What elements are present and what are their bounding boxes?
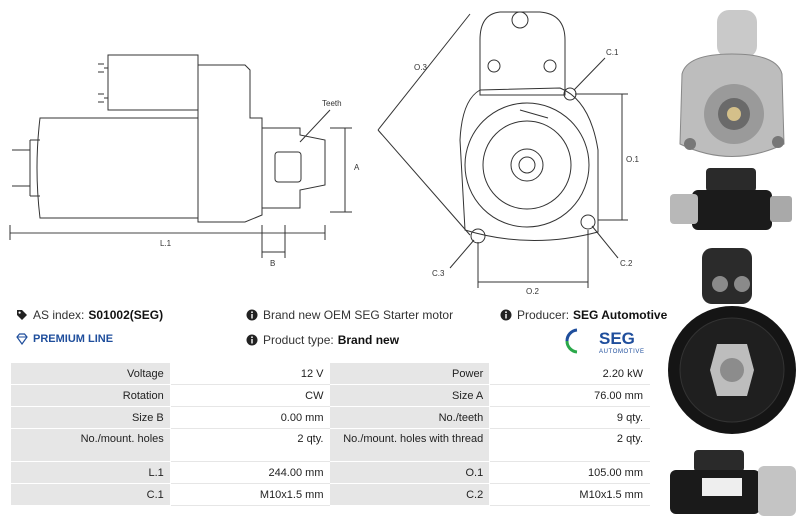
spec-value: 2 qty. [169,428,331,462]
dim-l1-label: L.1 [160,239,172,248]
product-photos [662,0,800,523]
premium-line-row: PREMIUM LINE [16,333,113,345]
specs-table: Voltage 12 V Power 2.20 kW Rotation CW S… [10,362,650,506]
logo-subtext: AUTOMOTIVE [599,349,645,355]
logo-wordmark: SEG [599,329,635,348]
photo-rear-view[interactable] [662,244,800,444]
starter-motor-drawing: Teeth A L.1 B O.3 C.1 O.1 C.3 C.2 O.2 [9,11,639,296]
front-flange-outline [479,11,566,96]
spec-value: 2.20 kW [489,362,650,385]
spec-key: C.2 [329,483,491,506]
seg-logo: SEG AUTOMOTIVE [565,327,655,355]
premium-line-badge: PREMIUM LINE [33,333,114,345]
table-row: Size B 0.00 mm No./teeth 9 qty. [10,406,650,429]
spec-key: Size A [329,384,491,407]
callout-c1-label: C.1 [606,48,619,57]
spec-value: 9 qty. [489,406,650,429]
table-row: No./mount. holes 2 qty. No./mount. holes… [10,428,650,462]
info-icon [246,309,258,321]
producer-label: Producer: [517,308,570,322]
spec-key: No./teeth [329,406,491,429]
dim-a-label: A [354,163,360,172]
product-type-row: Product type: Brand new [246,333,399,347]
callout-c2-label: C.2 [620,259,633,268]
spec-value: 0.00 mm [169,406,331,429]
producer-row: Producer: SEG Automotive [500,308,667,322]
teeth-label: Teeth [322,99,342,108]
table-row: C.1 M10x1.5 mm C.2 M10x1.5 mm [10,483,650,506]
spec-value: 244.00 mm [169,461,331,484]
motor-body-outline [36,117,199,219]
spec-value: 2 qty. [489,428,650,462]
spec-key: No./mount. holes with thread [329,428,491,462]
dim-b-label: B [270,259,275,268]
diamond-icon [16,333,28,345]
description-text: Brand new OEM SEG Starter motor [263,308,454,322]
dim-o1-label: O.1 [626,155,639,164]
spec-value: M10x1.5 mm [169,483,331,506]
photo-label-view[interactable] [662,444,800,522]
spec-value: 105.00 mm [489,461,650,484]
dim-o3-label: O.3 [414,63,427,72]
spec-key: L.1 [10,461,171,484]
spec-key: Size B [10,406,171,429]
tag-icon [17,310,27,320]
spec-value: 76.00 mm [489,384,650,407]
as-index-value: S01002(SEG) [88,308,164,322]
spec-key: O.1 [329,461,491,484]
info-icon [500,309,512,321]
as-index-row: AS index: S01002(SEG) [16,308,163,322]
description-row: Brand new OEM SEG Starter motor [246,308,453,322]
product-type-label: Product type: [263,333,334,347]
table-row: Rotation CW Size A 76.00 mm [10,384,650,407]
spec-key: Rotation [10,384,171,407]
photo-side-view[interactable] [662,160,800,240]
spec-value: M10x1.5 mm [489,483,650,506]
spec-key: Power [329,362,491,385]
table-row: Voltage 12 V Power 2.20 kW [10,362,650,385]
spec-key: No./mount. holes [10,428,171,462]
table-row: L.1 244.00 mm O.1 105.00 mm [10,461,650,484]
solenoid-outline [107,54,199,111]
dim-o2-label: O.2 [526,287,539,296]
product-info: AS index: S01002(SEG) PREMIUM LINE Brand… [14,306,667,358]
technical-drawing: Teeth A L.1 B O.3 C.1 O.1 C.3 C.2 O.2 [0,0,660,300]
spec-key: C.1 [10,483,171,506]
spec-value: 12 V [169,362,331,385]
spec-key: Voltage [10,362,171,385]
info-icon [246,334,258,346]
as-index-label: AS index: [33,308,85,322]
front-housing-circle [464,102,590,228]
product-type-value: Brand new [337,333,400,347]
photo-front-view[interactable] [662,4,800,164]
producer-value: SEG Automotive [573,308,668,322]
spec-value: CW [169,384,331,407]
callout-c3-label: C.3 [432,269,445,278]
